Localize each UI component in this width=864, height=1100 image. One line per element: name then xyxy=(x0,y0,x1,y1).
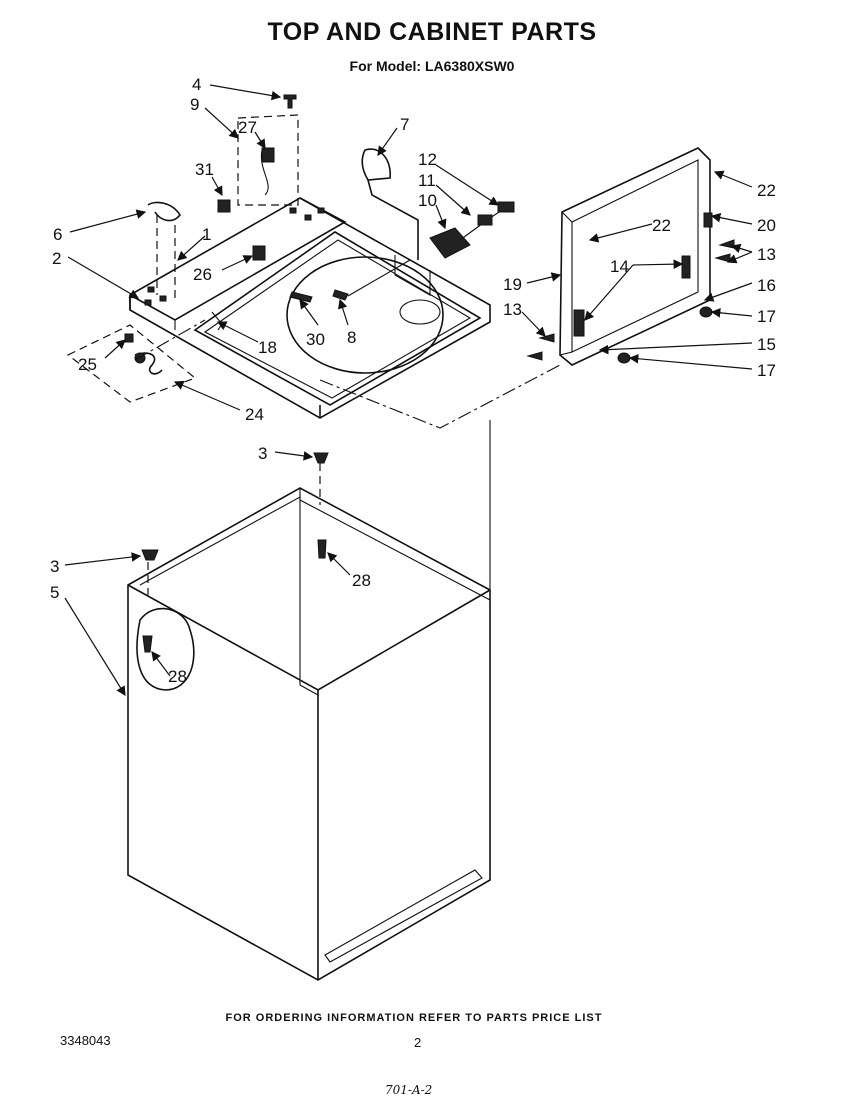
washer-top-assembly xyxy=(129,197,491,419)
callout-20: 20 xyxy=(757,216,776,235)
callout-22-b: 22 xyxy=(652,216,671,235)
page-number: 2 xyxy=(414,1035,422,1050)
callout-31: 31 xyxy=(195,160,214,179)
callout-22-a: 22 xyxy=(757,181,776,200)
callout-28-a: 28 xyxy=(352,571,371,590)
washer-lid xyxy=(526,147,735,366)
callout-11: 11 xyxy=(418,171,436,190)
callout-8: 8 xyxy=(347,328,356,347)
washer-cabinet xyxy=(127,420,491,981)
callout-10: 10 xyxy=(418,191,437,210)
callout-13-b: 13 xyxy=(503,300,522,319)
callout-12: 12 xyxy=(418,150,437,169)
callout-4: 4 xyxy=(192,75,201,94)
callout-3-a: 3 xyxy=(258,444,267,463)
callout-18: 18 xyxy=(258,338,277,357)
callout-14: 14 xyxy=(610,257,629,276)
callout-1: 1 xyxy=(202,225,211,244)
callout-24: 24 xyxy=(245,405,264,424)
callout-9: 9 xyxy=(190,95,199,114)
document-number: 3348043 xyxy=(60,1033,111,1048)
callout-28-b: 28 xyxy=(168,667,187,686)
leader-lines xyxy=(64,84,753,697)
page-title: TOP AND CABINET PARTS xyxy=(267,18,597,46)
callout-19: 19 xyxy=(503,275,522,294)
callout-6: 6 xyxy=(53,225,62,244)
callout-16: 16 xyxy=(757,276,776,295)
callout-15: 15 xyxy=(757,335,776,354)
callout-30: 30 xyxy=(306,330,325,349)
callout-labels: 4 9 27 31 7 12 11 10 6 1 2 26 30 8 18 25… xyxy=(50,75,776,686)
callout-17-b: 17 xyxy=(757,361,776,380)
callout-26: 26 xyxy=(193,265,212,284)
callout-5: 5 xyxy=(50,583,59,602)
callout-3-b: 3 xyxy=(50,557,59,576)
callout-17-a: 17 xyxy=(757,307,776,326)
callout-2: 2 xyxy=(52,249,61,268)
handwritten-code: 701-A-2 xyxy=(385,1083,433,1097)
callout-25: 25 xyxy=(78,355,97,374)
callout-27: 27 xyxy=(238,118,257,137)
callout-13-a: 13 xyxy=(757,245,776,264)
ordering-info-note: FOR ORDERING INFORMATION REFER TO PARTS … xyxy=(225,1012,603,1024)
top-hardware-parts xyxy=(66,94,561,429)
callout-7: 7 xyxy=(400,115,409,134)
model-subtitle: For Model: LA6380XSW0 xyxy=(349,58,515,74)
